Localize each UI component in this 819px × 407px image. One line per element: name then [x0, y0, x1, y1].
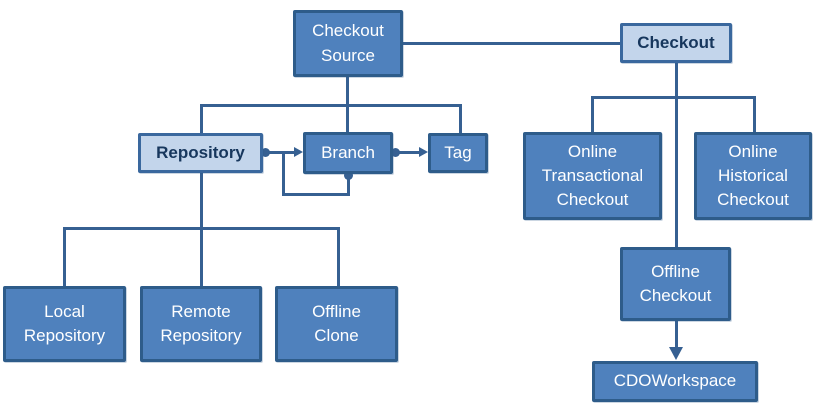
edge-drop-offline-clone	[337, 227, 340, 286]
node-local-repository: Local Repository	[3, 286, 126, 362]
dot-branch-selfloop	[344, 171, 353, 180]
node-cdoworkspace-label: CDOWorkspace	[613, 371, 737, 391]
edge-drop-online-historical	[753, 96, 756, 132]
node-offline-clone-label: Offline Clone	[312, 301, 361, 345]
node-online-historical-checkout-label: Online Historical Checkout	[717, 141, 789, 210]
edge-drop-online-transactional	[591, 96, 594, 132]
edge-bottom-left-connector	[63, 227, 340, 230]
edge-top-left-connector	[200, 104, 462, 107]
arrowhead-into-cdoworkspace	[669, 347, 683, 360]
edge-right-connector	[591, 96, 756, 99]
edge-checkout-down	[675, 63, 678, 247]
node-repository: Repository	[138, 133, 263, 173]
node-online-transactional-checkout-label: Online Transactional Checkout	[541, 141, 644, 210]
edge-branch-selfloop-right	[347, 175, 350, 196]
arrowhead-into-branch	[294, 147, 303, 157]
node-branch: Branch	[303, 132, 393, 174]
node-branch-label: Branch	[321, 142, 375, 162]
edge-drop-repository	[200, 104, 203, 133]
edge-repository-branch	[266, 151, 295, 154]
node-offline-checkout: Offline Checkout	[620, 247, 731, 321]
node-checkout-label: Checkout	[637, 32, 715, 52]
edge-drop-local-repository	[63, 227, 66, 286]
node-tag-label: Tag	[444, 142, 472, 162]
edge-checkoutsource-checkout	[403, 42, 620, 45]
edge-drop-tag	[459, 104, 462, 133]
node-offline-clone: Offline Clone	[275, 286, 398, 362]
node-repository-label: Repository	[156, 142, 245, 162]
node-remote-repository-label: Remote Repository	[160, 301, 242, 345]
node-checkout: Checkout	[620, 23, 732, 63]
edge-offlinecheckout-cdoworkspace	[675, 321, 678, 348]
node-online-historical-checkout: Online Historical Checkout	[694, 132, 812, 220]
node-checkout-source: Checkout Source	[293, 10, 403, 77]
dot-branch-tag	[391, 148, 400, 157]
node-checkout-source-label: Checkout Source	[312, 21, 384, 65]
node-local-repository-label: Local Repository	[23, 301, 106, 345]
node-tag: Tag	[428, 133, 488, 173]
arrowhead-into-tag	[419, 147, 428, 157]
edge-branch-selfloop-bottom	[282, 193, 350, 196]
node-cdoworkspace: CDOWorkspace	[592, 361, 758, 402]
node-online-transactional-checkout: Online Transactional Checkout	[523, 132, 662, 220]
node-remote-repository: Remote Repository	[140, 286, 262, 362]
dot-repository-branch	[261, 148, 270, 157]
node-offline-checkout-label: Offline Checkout	[639, 261, 712, 305]
edge-branch-tag	[397, 151, 419, 154]
edge-branch-selfloop-left	[282, 152, 285, 196]
